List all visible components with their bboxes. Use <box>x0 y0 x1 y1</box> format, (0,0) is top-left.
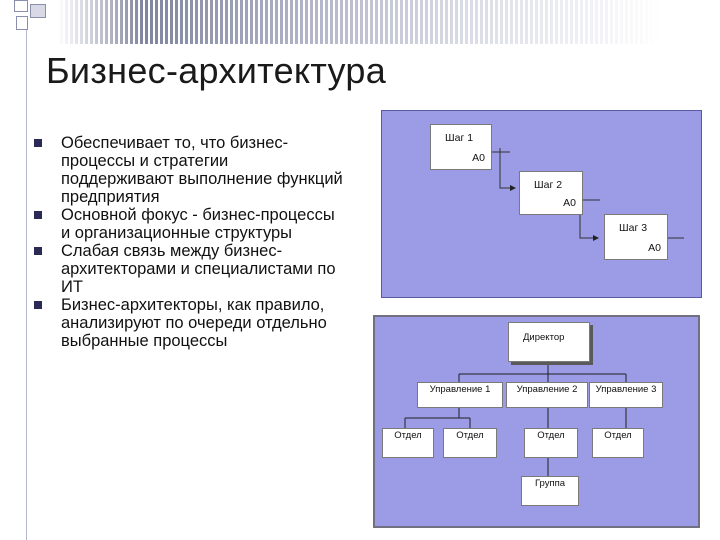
bullet-item: Бизнес-архитекторы, как правило, анализи… <box>34 296 344 350</box>
step-code: A0 <box>648 242 661 254</box>
org-unit: Отдел <box>524 428 578 458</box>
org-department-label: Управление 3 <box>595 384 657 395</box>
org-unit-label: Отдел <box>537 430 565 441</box>
process-step-1: Шаг 1 A0 <box>430 124 492 170</box>
org-unit-label: Отдел <box>604 430 632 441</box>
bullet-item: Слабая связь между бизнес-архитекторами … <box>34 242 344 296</box>
org-director-label: Директор <box>523 332 565 343</box>
bullet-marker-icon <box>34 211 42 219</box>
bullet-text: Бизнес-архитекторы, как правило, анализи… <box>61 296 327 350</box>
org-unit-label: Отдел <box>394 430 422 441</box>
org-group-label: Группа <box>534 478 566 489</box>
bullet-text: Обеспечивает то, что бизнес-процессы и с… <box>61 134 343 206</box>
org-director: Директор <box>508 322 590 362</box>
step-label: Шаг 2 <box>534 179 563 191</box>
org-department-label: Управление 2 <box>516 384 578 395</box>
bullet-marker-icon <box>34 139 42 147</box>
org-unit: Отдел <box>443 428 497 458</box>
process-step-3: Шаг 3 A0 <box>604 214 668 260</box>
step-code: A0 <box>563 197 576 209</box>
bullet-marker-icon <box>34 301 42 309</box>
step-label: Шаг 3 <box>619 222 648 234</box>
org-department: Управление 3 <box>589 382 663 408</box>
org-department: Управление 2 <box>506 382 588 408</box>
step-code: A0 <box>472 152 485 164</box>
step-label: Шаг 1 <box>445 132 474 144</box>
org-department-label: Управление 1 <box>429 384 491 395</box>
left-guide-line <box>26 30 27 540</box>
org-unit: Отдел <box>592 428 644 458</box>
bullet-text: Основной фокус - бизнес-процессы и орган… <box>61 206 335 242</box>
process-step-2: Шаг 2 A0 <box>519 171 583 215</box>
org-group: Группа <box>521 476 579 506</box>
org-unit: Отдел <box>382 428 434 458</box>
slide-title: Бизнес-архитектура <box>46 50 387 91</box>
bullet-text: Слабая связь между бизнес-архитекторами … <box>61 242 336 296</box>
bullet-list: Обеспечивает то, что бизнес-процессы и с… <box>34 134 344 350</box>
bullet-marker-icon <box>34 247 42 255</box>
bullet-item: Обеспечивает то, что бизнес-процессы и с… <box>34 134 344 206</box>
header-decoration <box>0 0 720 44</box>
org-department: Управление 1 <box>417 382 503 408</box>
corner-squares-decoration <box>10 0 58 40</box>
org-unit-label: Отдел <box>456 430 484 441</box>
bullet-item: Основной фокус - бизнес-процессы и орган… <box>34 206 344 242</box>
